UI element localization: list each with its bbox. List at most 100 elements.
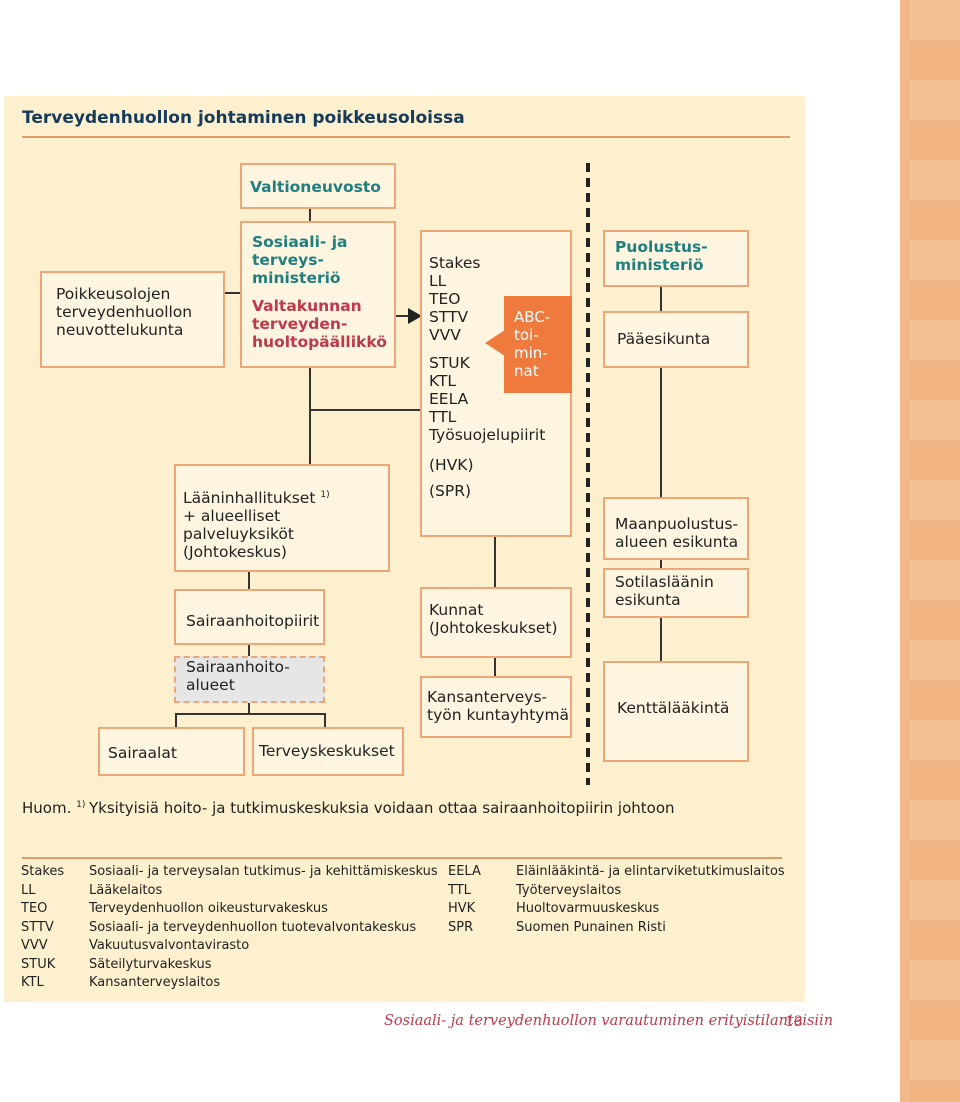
- box-text-line: ministeriö: [615, 256, 704, 274]
- connector-line: [660, 367, 662, 497]
- connector-line: [660, 617, 662, 661]
- box-text-line: Sairaalat: [108, 744, 177, 762]
- footnote-marker: 1): [320, 490, 330, 500]
- box-text-line: Kansanterveys-: [427, 688, 548, 706]
- connector-line: [175, 713, 177, 727]
- abbr-column-left: Stakes LL TEO STTV VVV STUK KTL: [21, 863, 64, 993]
- abbr-meaning: Sosiaali- ja terveydenhuollon tuotevalvo…: [89, 919, 417, 935]
- box-kunnat: Kunnat (Johtokeskukset): [420, 587, 572, 658]
- abbr-meaning: Suomen Punainen Risti: [516, 919, 666, 935]
- connector-line: [175, 713, 325, 715]
- connector-line: [309, 410, 311, 464]
- box-text-line: (Johtokeskus): [183, 543, 287, 562]
- arrow-right-icon: [408, 308, 422, 324]
- connector-line: [309, 208, 311, 222]
- agency-item: TTL: [429, 408, 457, 426]
- connector-line: [248, 572, 250, 590]
- agency-item: Stakes: [429, 254, 481, 272]
- box-text-line: Valtakunnan: [252, 297, 362, 315]
- laaninhallitukset-label: Lääninhallitukset: [183, 489, 316, 508]
- box-kenttalaakinta: Kenttälääkintä: [603, 661, 749, 762]
- agency-item: TEO: [429, 290, 461, 308]
- connector-line: [248, 645, 250, 657]
- abbreviations-rule: [22, 857, 782, 859]
- arrow-left-icon: [485, 330, 505, 356]
- abbr-code: HVK: [448, 901, 476, 916]
- note-sup: 1): [76, 800, 86, 810]
- agency-item: EELA: [429, 390, 469, 408]
- abbr-meaning: Terveydenhuollon oikeusturvakeskus: [89, 901, 328, 916]
- box-text-line: alueet: [186, 676, 235, 694]
- connector-line: [494, 537, 496, 587]
- box-text-line: ministeriö: [252, 269, 341, 287]
- box-laaninhallitukset: Lääninhallitukset 1) + alueelliset palve…: [174, 464, 390, 572]
- agency-item: KTL: [429, 372, 457, 390]
- box-text-line: + alueelliset palveluyksiköt: [183, 507, 294, 544]
- abbr-meaning-column-left: Sosiaali- ja terveysalan tutkimus- ja ke…: [89, 863, 438, 993]
- agency-item: Työsuojelupiirit: [429, 426, 546, 444]
- page-number: 13: [785, 1014, 803, 1030]
- box-text-line: Sairaanhoito-: [186, 658, 290, 676]
- connector-line: [324, 713, 326, 727]
- box-text-line: Poikkeusolojen: [56, 285, 171, 303]
- abc-line: min-: [514, 344, 548, 362]
- box-spacer: [429, 474, 570, 482]
- note-label: Huom. 1): [22, 799, 85, 817]
- box-text-line: Kenttälääkintä: [617, 699, 730, 717]
- agency-item: (HVK): [429, 456, 474, 474]
- box-poikkeusolojen-neuvottelukunta: Poikkeusolojen terveydenhuollon neuvotte…: [40, 271, 225, 368]
- box-text-line: huoltopäällikkö: [252, 333, 387, 351]
- box-kansanterveystyon-kuntayhtyma: Kansanterveys- työn kuntayhtymä: [420, 676, 572, 738]
- abbr-meaning: Kansanterveyslaitos: [89, 975, 221, 990]
- connector-line: [248, 702, 250, 714]
- box-sairaanhoitopiirit: Sairaanhoitopiirit: [174, 589, 325, 645]
- abbr-code: TEO: [21, 901, 48, 916]
- abbr-code: VVV: [21, 938, 48, 953]
- abbr-code: STTV: [21, 919, 54, 935]
- valtioneuvosto-label: Valtioneuvosto: [250, 178, 381, 196]
- dashed-divider: [586, 163, 590, 785]
- connector-line: [224, 292, 242, 294]
- abbr-code: LL: [21, 882, 36, 898]
- connector-line: [660, 560, 662, 568]
- note-label-text: Huom.: [22, 799, 72, 817]
- box-text-line: terveydenhuollon: [56, 303, 193, 321]
- box-maanpuolustusalueen-esikunta: Maanpuolustus- alueen esikunta: [603, 497, 749, 560]
- abbr-meaning-column-right: Eläinlääkintä- ja elintarviketutkimuslai…: [516, 863, 785, 937]
- connector-line: [494, 658, 496, 676]
- box-text-line: Kunnat: [429, 601, 484, 619]
- box-text-line: Terveyskeskukset: [259, 742, 395, 760]
- box-text-line: Maanpuolustus-: [615, 515, 739, 533]
- box-sairaanhoitoalueet: Sairaanhoito- alueet: [174, 656, 325, 703]
- abbr-code: Stakes: [21, 864, 65, 879]
- box-stm: Sosiaali- ja terveys- ministeriö Valtaku…: [240, 221, 396, 368]
- box-paaesikunta: Pääesikunta: [603, 311, 749, 368]
- box-text-line: terveys-: [252, 251, 324, 269]
- box-text-line: Puolustus-: [615, 238, 708, 256]
- connector-line: [395, 315, 409, 317]
- box-text-line: esikunta: [615, 591, 681, 609]
- box-text-line: Sairaanhoitopiirit: [186, 612, 320, 630]
- box-terveyskeskukset: Terveyskeskukset: [252, 727, 404, 776]
- abc-line: toi-: [514, 326, 539, 344]
- box-text-line: Sotilasläänin: [615, 573, 714, 591]
- abc-line: ABC-: [514, 308, 551, 326]
- title-rule: [22, 136, 790, 138]
- box-sotilaslaanin-esikunta: Sotilasläänin esikunta: [603, 568, 749, 618]
- abbr-meaning: Säteilyturvakeskus: [89, 956, 212, 972]
- box-text-line: neuvottelukunta: [56, 321, 184, 339]
- agency-item: (SPR): [429, 482, 472, 500]
- abbr-meaning: Eläinlääkintä- ja elintarviketutkimuslai…: [516, 864, 785, 879]
- abc-line: nat: [514, 362, 539, 380]
- abbr-column-right: EELA TTL HVK SPR: [448, 863, 481, 937]
- box-text-line: Pääesikunta: [617, 330, 711, 348]
- box-spacer: [252, 287, 394, 297]
- box-text-line: työn kuntayhtymä: [427, 706, 570, 724]
- connector-line: [660, 287, 662, 311]
- box-text-line: alueen esikunta: [615, 533, 739, 551]
- note-text: Yksityisiä hoito- ja tutkimuskeskuksia v…: [89, 799, 675, 817]
- page-footer-title: Sosiaali- ja terveydenhuollon varautumin…: [384, 1013, 834, 1029]
- diagram-title: Terveydenhuollon johtaminen poikkeusoloi…: [22, 108, 465, 128]
- agency-item: STUK: [429, 354, 470, 372]
- abbr-meaning: Huoltovarmuuskeskus: [516, 901, 660, 916]
